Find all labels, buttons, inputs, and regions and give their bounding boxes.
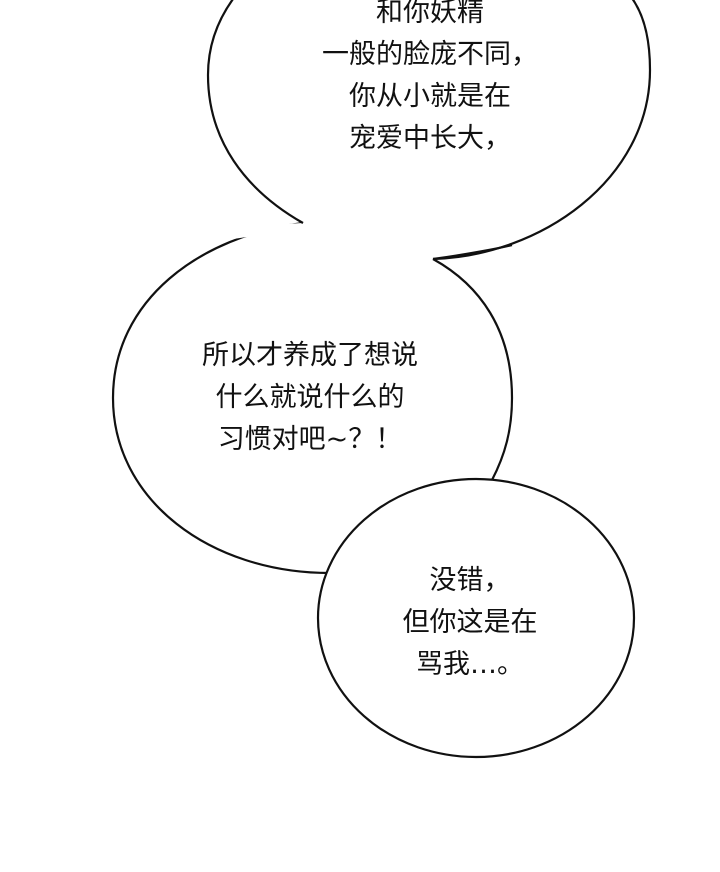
bubble-line: 一般的脸庞不同， <box>322 39 538 70</box>
bubble-line: 没错， <box>429 565 511 596</box>
bubble-line: 什么就说什么的 <box>215 382 405 413</box>
bubble-line: 但你这是在 <box>402 607 538 638</box>
bubble-line: 宠爱中长大， <box>349 123 511 154</box>
bubble-line: 骂我…。 <box>416 649 524 680</box>
bubble-line: 你从小就是在 <box>349 81 511 112</box>
bubble-line: 习惯对吧~？！ <box>217 424 403 455</box>
speech-bubble-top <box>160 0 650 259</box>
bubble-line: 和你妖精 <box>376 0 484 28</box>
bubble-text-top: 和你妖精 一般的脸庞不同， 你从小就是在 宠爱中长大， <box>270 0 590 160</box>
speech-bubble-top-tail-notch <box>432 243 513 261</box>
bubble-text-middle: 所以才养成了想说 什么就说什么的 习惯对吧~？！ <box>150 335 470 461</box>
bubble-line: 所以才养成了想说 <box>202 340 418 371</box>
bubble-text-bottom: 没错， 但你这是在 骂我…。 <box>370 560 570 686</box>
speech-bubble-bottom <box>316 477 636 759</box>
